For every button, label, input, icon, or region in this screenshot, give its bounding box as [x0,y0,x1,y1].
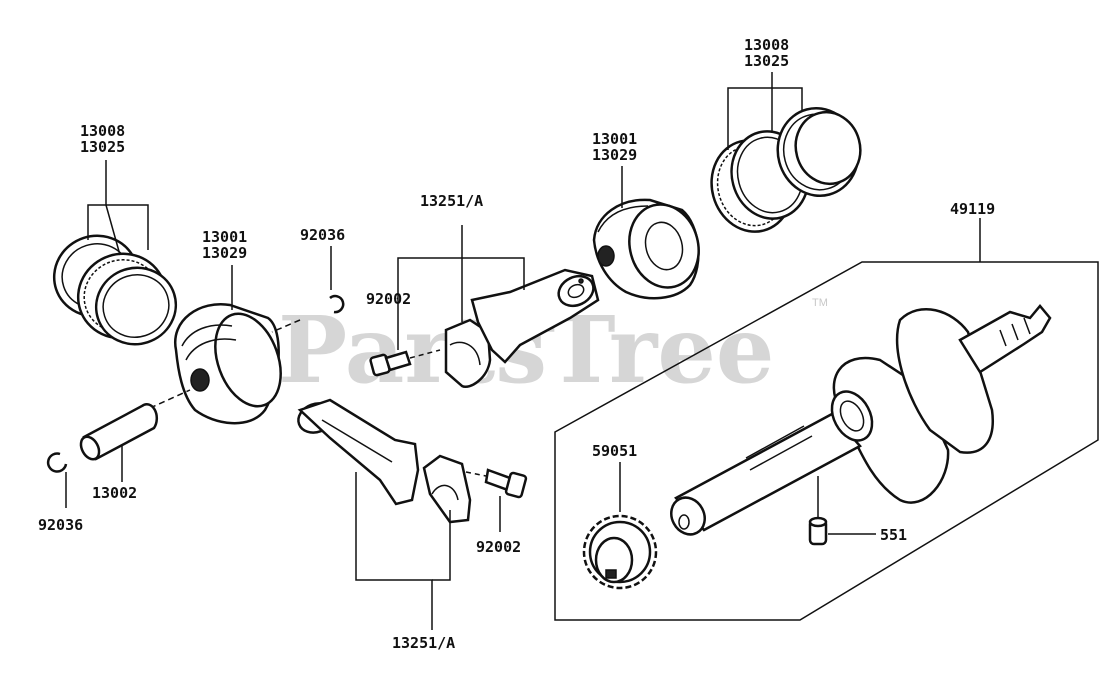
circlip-top-left[interactable] [329,294,345,314]
circlip-bottom-left[interactable] [46,452,68,473]
piston-left[interactable] [173,302,292,425]
connecting-rod-bottom[interactable] [294,398,472,524]
label-clip-bottom-left: 92036 [38,516,83,534]
label-rings-left-1: 13008 [80,122,125,140]
piston-right[interactable] [592,197,708,300]
piston-pin[interactable] [77,403,158,462]
crankshaft-assembly-frame [554,261,1099,621]
label-dowel: 551 [880,526,907,544]
label-rod-bottom: 13251/A [392,634,455,652]
crankshaft-gear[interactable] [582,514,658,590]
label-rings-right-2: 13025 [744,52,789,70]
label-piston-left-2: 13029 [202,244,247,262]
label-rings-left-2: 13025 [80,138,125,156]
part-labels: 13008 13025 13001 13029 92036 92036 1300… [38,36,995,652]
label-bolt-top: 92002 [366,290,411,308]
dowel-pin[interactable] [808,516,828,546]
watermark-trademark: TM [812,297,828,309]
label-rod-top: 13251/A [420,192,483,210]
connecting-rod-top[interactable] [444,268,600,389]
piston-rings-right[interactable] [701,99,868,241]
label-crankshaft: 49119 [950,200,995,218]
label-bolt-bottom: 92002 [476,538,521,556]
bolt-bottom[interactable] [484,468,528,499]
label-piston-left-1: 13001 [202,228,247,246]
label-piston-right-2: 13029 [592,146,637,164]
crankshaft[interactable] [665,304,1052,540]
label-rings-right-1: 13008 [744,36,789,54]
label-gear: 59051 [592,442,637,460]
bolt-top[interactable] [369,350,412,377]
piston-rings-left[interactable] [44,225,186,355]
label-piston-right-1: 13001 [592,130,637,148]
label-clip-top-left: 92036 [300,226,345,244]
label-piston-pin: 13002 [92,484,137,502]
